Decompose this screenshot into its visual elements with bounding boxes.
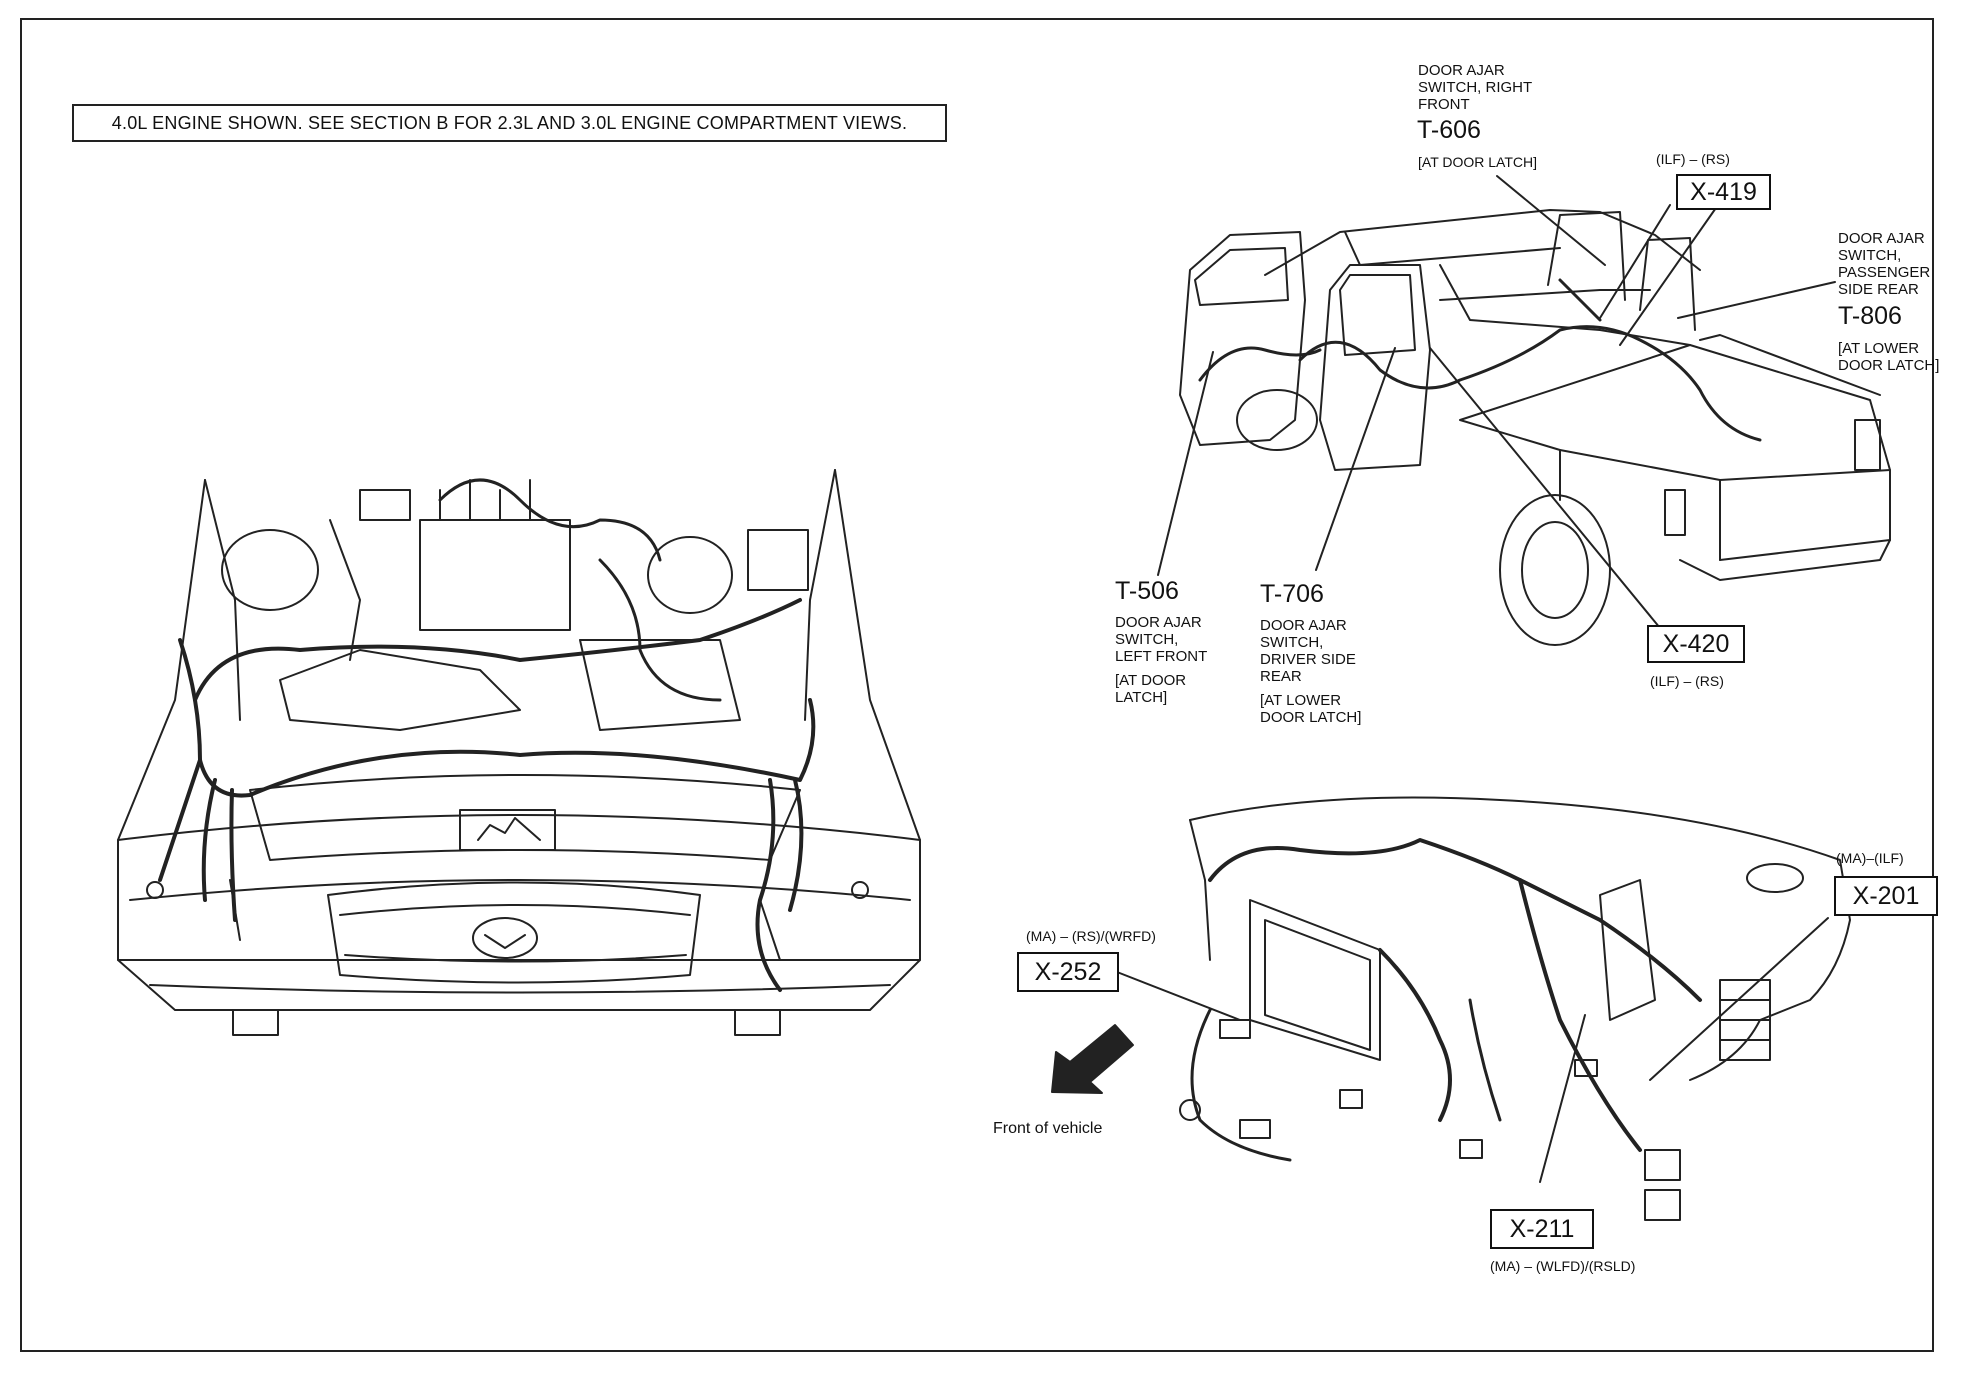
truck-illustration (1157, 175, 1891, 646)
t606-location: [AT DOOR LATCH] (1418, 154, 1538, 170)
t606-id: T-606 (1417, 116, 1481, 144)
t506-id: T-506 (1115, 577, 1179, 605)
x252-id-box: X-252 (1017, 952, 1119, 992)
x252-codes: (MA) – (RS)/(WRFD) (1026, 928, 1156, 944)
x201-id: X-201 (1852, 881, 1920, 910)
x419-id-box: X-419 (1676, 174, 1771, 210)
t806-description: DOOR AJAR SWITCH, PASSENGER SIDE REAR (1838, 230, 1931, 298)
t706-id: T-706 (1260, 580, 1324, 608)
t706-description: DOOR AJAR SWITCH, DRIVER SIDE REAR (1260, 617, 1356, 685)
instrument-panel-illustration (1051, 796, 1851, 1221)
t806-location: [AT LOWER DOOR LATCH] (1838, 340, 1940, 374)
x201-codes: (MA)–(ILF) (1836, 850, 1904, 866)
t506-location: [AT DOOR LATCH] (1115, 672, 1187, 706)
engine-note: 4.0L ENGINE SHOWN. SEE SECTION B FOR 2.3… (111, 112, 908, 133)
x420-id-box: X-420 (1647, 625, 1745, 663)
x211-codes: (MA) – (WLFD)/(RSLD) (1490, 1258, 1636, 1274)
x420-codes: (ILF) – (RS) (1650, 673, 1724, 689)
t506-description: DOOR AJAR SWITCH, LEFT FRONT (1115, 614, 1208, 665)
x420-id: X-420 (1662, 629, 1730, 658)
x211-id-box: X-211 (1490, 1209, 1594, 1249)
x211-id: X-211 (1509, 1214, 1575, 1243)
t706-location: [AT LOWER DOOR LATCH] (1260, 692, 1362, 726)
x419-id: X-419 (1690, 177, 1757, 206)
engine-note-box: 4.0L ENGINE SHOWN. SEE SECTION B FOR 2.3… (72, 104, 947, 142)
t606-description: DOOR AJAR SWITCH, RIGHT FRONT (1418, 62, 1533, 113)
front-of-vehicle-label: Front of vehicle (993, 1120, 1103, 1137)
x201-id-box: X-201 (1834, 876, 1938, 916)
t806-id: T-806 (1838, 302, 1902, 330)
diagram-frame (20, 18, 1934, 1352)
engine-compartment-illustration (117, 469, 921, 1036)
x419-codes: (ILF) – (RS) (1656, 151, 1730, 167)
x252-id: X-252 (1034, 957, 1102, 986)
